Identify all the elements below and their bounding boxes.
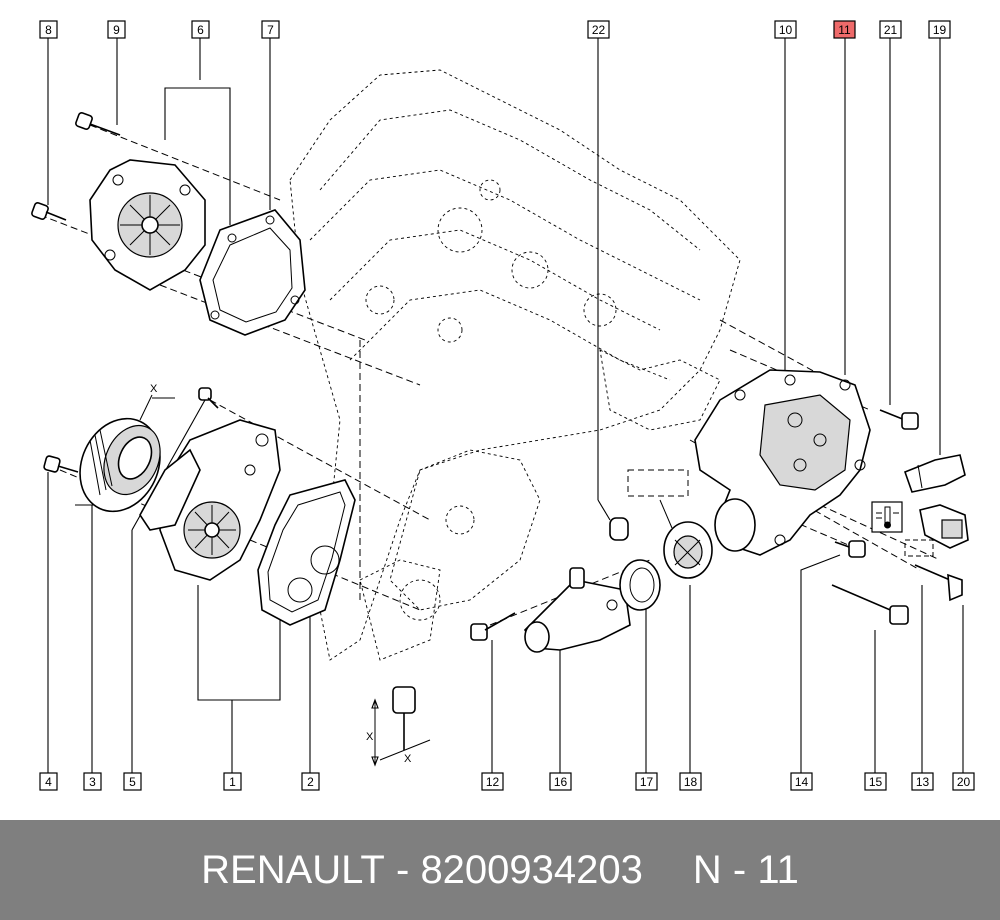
callout-17: 17 [635, 772, 658, 791]
svg-text:1: 1 [229, 775, 236, 789]
gasket-upper-part-7 [199, 209, 306, 336]
callout-15: 15 [864, 772, 887, 791]
svg-text:4: 4 [45, 775, 52, 789]
callout-9: 9 [107, 20, 126, 39]
callout-18: 18 [679, 772, 702, 791]
sensor-part-20 [919, 504, 969, 549]
svg-text:10: 10 [779, 23, 793, 37]
svg-text:9: 9 [113, 23, 120, 37]
svg-text:14: 14 [795, 775, 809, 789]
callout-10: 10 [774, 20, 797, 39]
bolt-part-5 [198, 387, 219, 409]
callout-11: 11 [833, 20, 856, 39]
sensor-part-19 [903, 454, 966, 493]
plug-part-22 [609, 517, 629, 541]
pulley-part-3 [79, 417, 161, 513]
dimension-label-x3: X [150, 383, 158, 395]
temperature-sensor-icon [871, 501, 903, 533]
option-box-dashed-2 [904, 539, 934, 557]
svg-text:5: 5 [129, 775, 136, 789]
callout-19: 19 [928, 20, 951, 39]
svg-text:22: 22 [592, 23, 606, 37]
o-ring-gasket [139, 448, 201, 531]
callout-4: 4 [39, 772, 58, 791]
thermostat-part-18 [663, 521, 713, 579]
dimension-label-x2: X [404, 753, 412, 765]
svg-text:21: 21 [884, 23, 898, 37]
bolt-part-12 [470, 612, 516, 641]
callout-5: 5 [123, 772, 142, 791]
bolt-part-8 [31, 202, 67, 221]
callout-6: 6 [191, 20, 210, 39]
footer-ref-label: N - 11 [692, 847, 799, 892]
svg-text:18: 18 [684, 775, 698, 789]
bolt-part-21 [879, 409, 919, 430]
callout-7: 7 [261, 20, 280, 39]
leader-lines [47, 38, 964, 773]
svg-text:20: 20 [957, 775, 971, 789]
water-pump-upper-part-6 [89, 159, 206, 291]
bolt-part-13 [914, 564, 963, 602]
bolt-part-4 [43, 455, 79, 473]
svg-text:8: 8 [45, 23, 52, 37]
callout-13: 13 [911, 772, 934, 791]
dimension-label-x1: X [366, 731, 374, 743]
callout-16: 16 [549, 772, 572, 791]
callout-14: 14 [790, 772, 813, 791]
option-box-dashed [627, 469, 689, 529]
dimension-arrow-pulley: X [139, 383, 175, 421]
svg-text:6: 6 [197, 23, 204, 37]
svg-text:11: 11 [838, 23, 851, 37]
callout-1: 1 [223, 772, 242, 791]
callout-20: 20 [952, 772, 975, 791]
svg-text:13: 13 [916, 775, 930, 789]
svg-text:19: 19 [933, 23, 947, 37]
svg-text:17: 17 [640, 775, 654, 789]
water-outlet-part-16 [524, 567, 631, 653]
bolt-part-15 [831, 584, 909, 625]
thermostat-housing-part-10-11 [694, 369, 871, 556]
svg-text:2: 2 [307, 775, 314, 789]
svg-text:3: 3 [89, 775, 96, 789]
exploded-parts-diagram: X X X [31, 20, 975, 791]
callout-3: 3 [83, 772, 102, 791]
callout-21: 21 [879, 20, 902, 39]
callout-12: 12 [481, 772, 504, 791]
seal-ring-part-17 [619, 559, 661, 611]
footer-separator: - [395, 847, 410, 892]
dimension-bolt-detail: X X [366, 686, 431, 767]
svg-text:16: 16 [554, 775, 568, 789]
callout-8: 8 [39, 20, 58, 39]
svg-text:7: 7 [267, 23, 274, 37]
svg-text:15: 15 [869, 775, 883, 789]
footer-part-number: 8200934203 [420, 847, 643, 892]
gasket-lower-part-2 [257, 479, 356, 626]
footer-bar: RENAULT - 8200934203 N - 11 [0, 820, 1000, 920]
bolt-part-14 [834, 540, 866, 558]
callout-2: 2 [301, 772, 320, 791]
svg-text:12: 12 [486, 775, 500, 789]
bolt-part-9 [75, 112, 121, 136]
callout-22: 22 [587, 20, 610, 39]
footer-brand: RENAULT [201, 847, 385, 892]
